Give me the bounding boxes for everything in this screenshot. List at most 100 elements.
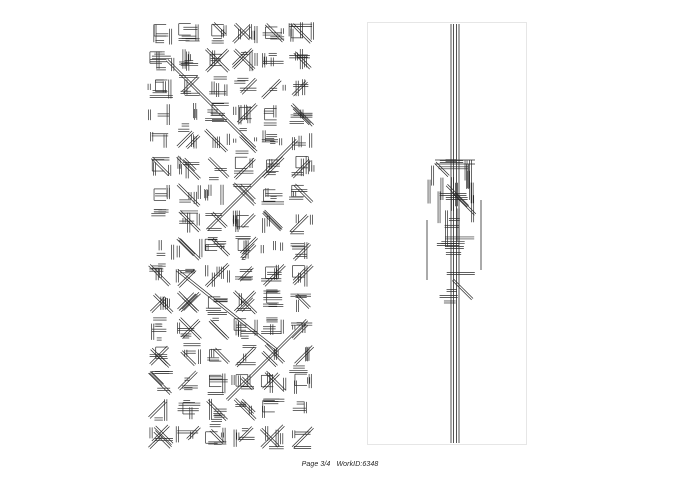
pattern-stroke: [242, 398, 256, 413]
pattern-stroke: [236, 348, 256, 368]
pattern-stroke: [180, 351, 195, 366]
pattern-stroke: [149, 436, 163, 450]
pattern-stroke: [182, 350, 197, 365]
pattern-stroke: [291, 215, 309, 234]
pattern-stroke: [264, 372, 285, 392]
pattern-stroke: [451, 280, 472, 301]
pattern-stroke: [293, 428, 314, 449]
pattern-stroke: [183, 293, 201, 311]
pattern-stroke: [266, 23, 285, 41]
pattern-stroke: [291, 24, 311, 44]
pattern-stroke: [215, 347, 230, 363]
pattern-stroke: [263, 211, 283, 230]
pattern-stroke: [179, 293, 197, 311]
pattern-stroke: [151, 347, 169, 364]
pattern-stroke: [205, 128, 228, 151]
pattern-stroke: [153, 427, 172, 446]
pattern-stroke: [212, 211, 228, 227]
pattern-stroke: [262, 211, 282, 230]
pattern-stroke: [178, 318, 201, 341]
pattern-stroke: [206, 55, 224, 73]
pattern-stroke: [241, 238, 258, 255]
pattern-stroke: [153, 294, 172, 314]
pattern-stroke: [266, 370, 286, 391]
pattern-stroke: [232, 51, 246, 65]
pattern-stroke: [149, 371, 172, 394]
pattern-stroke: [149, 345, 168, 364]
pattern-stroke: [204, 130, 227, 153]
pattern-stroke: [227, 320, 309, 402]
pattern-stroke: [151, 297, 167, 313]
pattern-stroke: [155, 425, 174, 444]
pattern-stroke: [293, 185, 312, 204]
pattern-stroke: [149, 401, 167, 419]
pattern-stroke: [154, 293, 174, 313]
pattern-stroke: [176, 157, 200, 181]
pattern-stroke: [207, 399, 228, 420]
pattern-stroke: [296, 293, 311, 308]
pattern-stroke: [242, 376, 255, 389]
pattern-stroke: [263, 157, 285, 179]
pattern-stroke: [260, 424, 284, 448]
pattern-stroke: [205, 49, 229, 73]
pattern-stroke: [241, 299, 255, 312]
pattern-stroke: [187, 427, 201, 441]
pattern-stroke: [179, 372, 198, 391]
pattern-stroke: [211, 239, 229, 257]
pattern-stroke: [235, 292, 257, 313]
pattern-stroke: [445, 185, 468, 208]
pattern-stroke: [235, 48, 256, 69]
pattern-stroke: [233, 157, 255, 179]
pattern-stroke: [212, 23, 225, 36]
pattern-stroke: [207, 140, 299, 232]
pattern-stroke: [167, 58, 249, 140]
pattern-stroke: [238, 185, 255, 201]
pattern-stroke: [233, 399, 255, 421]
pattern-stroke: [292, 103, 314, 125]
pattern-stroke: [178, 237, 196, 255]
pattern-stroke: [205, 54, 222, 71]
pattern-stroke: [294, 244, 312, 261]
pattern-stroke: [292, 267, 306, 281]
maze-pattern-graphic: [147, 22, 315, 450]
pattern-stroke: [241, 245, 257, 260]
pattern-stroke: [264, 209, 283, 229]
pattern-stroke: [239, 267, 254, 282]
pattern-stroke: [291, 80, 307, 95]
pattern-stroke: [208, 320, 228, 340]
pattern-stroke: [237, 426, 252, 441]
page-footer: Page 3/4 WorkID:6348: [0, 461, 680, 468]
pattern-stroke: [176, 184, 199, 208]
pattern-stroke: [209, 156, 230, 177]
pattern-stroke: [240, 378, 253, 391]
pattern-stroke: [295, 295, 310, 309]
panel-outline: [367, 22, 527, 445]
pattern-stroke: [434, 163, 449, 178]
pattern-stroke: [241, 79, 258, 95]
pattern-panel-right: [367, 22, 527, 445]
pattern-stroke: [180, 210, 201, 231]
pattern-stroke: [206, 47, 230, 71]
pattern-stroke: [235, 346, 255, 366]
pattern-stroke: [259, 429, 279, 448]
pattern-stroke: [205, 138, 297, 230]
pattern-stroke: [240, 400, 254, 414]
pattern-stroke: [179, 270, 197, 288]
pattern-stroke: [205, 262, 228, 286]
pattern-stroke: [209, 430, 223, 444]
pattern-stroke: [262, 426, 285, 449]
pattern-stroke: [150, 349, 167, 366]
pattern-stroke: [294, 345, 313, 364]
pattern-stroke: [294, 265, 314, 286]
pattern-stroke: [295, 183, 314, 202]
pattern-stroke: [180, 319, 199, 338]
pattern-stroke: [233, 291, 256, 315]
pattern-stroke: [240, 134, 258, 152]
pattern-stroke: [177, 268, 195, 287]
pattern-stroke: [177, 370, 197, 389]
pattern-stroke: [177, 268, 278, 350]
pattern-stroke: [225, 318, 307, 400]
pattern-stroke: [240, 213, 255, 227]
pattern-stroke: [239, 136, 256, 153]
pattern-stroke: [235, 398, 257, 420]
